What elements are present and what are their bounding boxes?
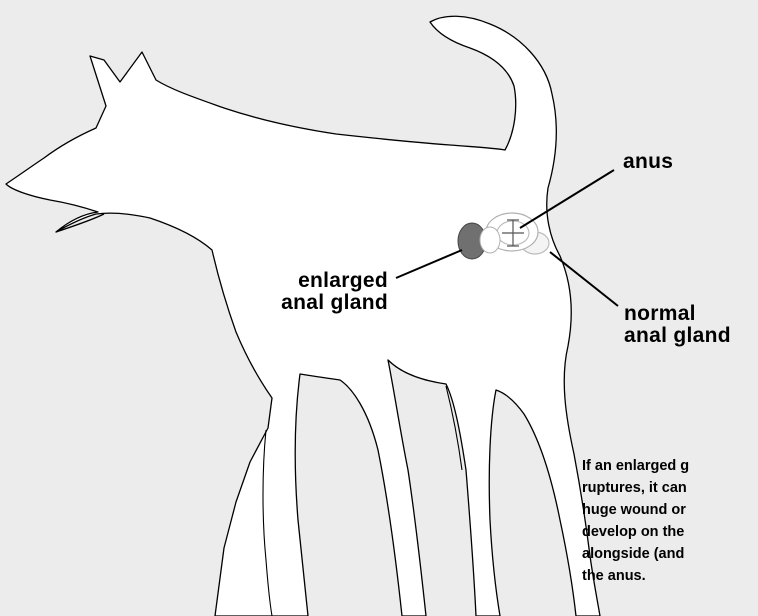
normal-label-line2: anal gland xyxy=(624,325,731,347)
dog-silhouette xyxy=(6,16,600,616)
enlarged-gland-lobe xyxy=(480,227,500,253)
note-line: ruptures, it can xyxy=(582,477,689,499)
anus-label: anus xyxy=(623,151,673,172)
enlarged-label-line2: anal gland xyxy=(281,292,388,314)
note-line: If an enlarged g xyxy=(582,455,689,477)
normal-label-line1: normal xyxy=(624,303,731,325)
normal-gland-label: normal anal gland xyxy=(624,303,731,347)
note-line: huge wound or xyxy=(582,499,689,521)
note-line: alongside (and xyxy=(582,543,689,565)
enlarged-label-line1: enlarged xyxy=(281,270,388,292)
note-line: the anus. xyxy=(582,565,689,587)
note-line: develop on the xyxy=(582,521,689,543)
enlarged-gland-label: enlarged anal gland xyxy=(281,270,388,314)
caption-note: If an enlarged g ruptures, it can huge w… xyxy=(582,455,689,587)
